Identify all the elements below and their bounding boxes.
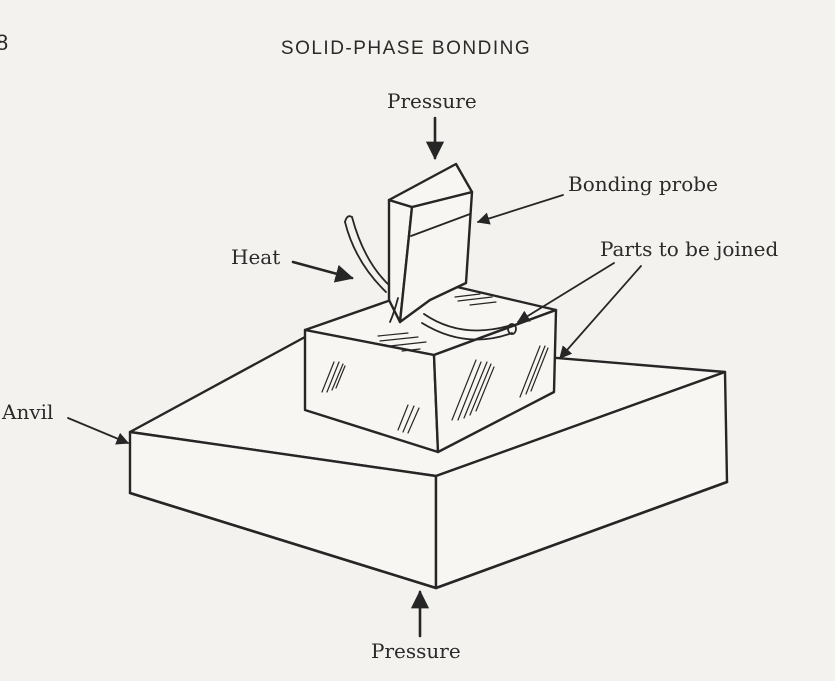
parts-leader-upper (516, 262, 615, 323)
bonding-probe (387, 162, 474, 324)
bonding-probe-leader (476, 194, 564, 225)
running-head: SOLID-PHASE BONDING (280, 38, 532, 59)
probe-top-face (387, 162, 474, 209)
parts-front-hatching (321, 361, 420, 434)
page-number: 8 (0, 30, 9, 55)
label-bonding-probe: Bonding probe (568, 172, 718, 196)
parts-leader-lower (559, 265, 642, 359)
parts-top-hatching (377, 293, 497, 352)
bonding-wire (344, 215, 517, 341)
anvil-leader (67, 417, 130, 445)
label-heat: Heat (231, 245, 281, 269)
label-pressure-top: Pressure (387, 89, 477, 113)
label-pressure-bottom: Pressure (371, 639, 461, 663)
label-anvil: Anvil (2, 400, 54, 424)
label-parts-to-be-joined: Parts to be joined (600, 237, 779, 261)
parts-right-hatching (451, 345, 549, 421)
heat-arrow (291, 260, 354, 283)
